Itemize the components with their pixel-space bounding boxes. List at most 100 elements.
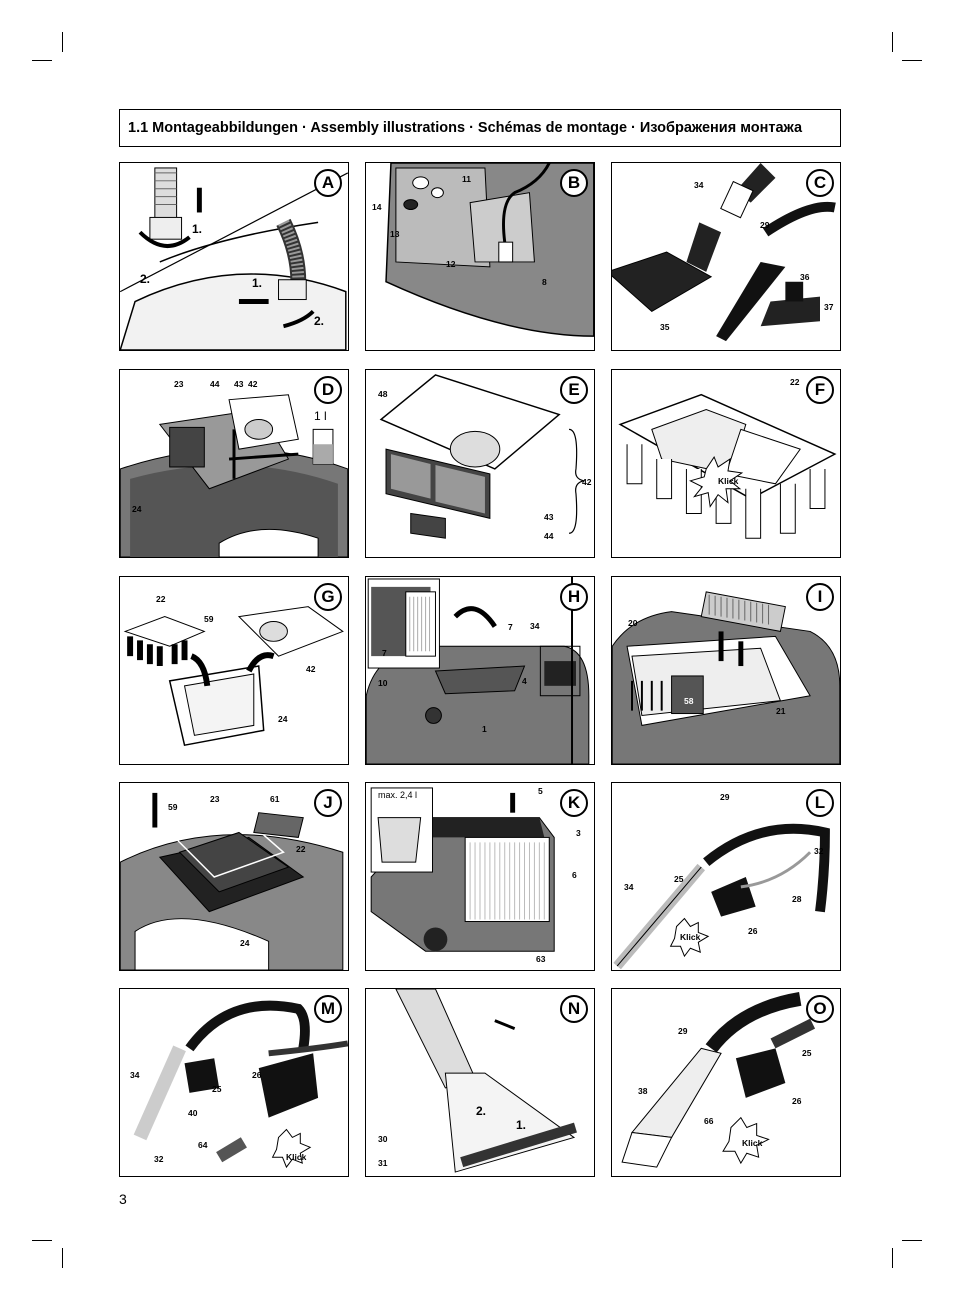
label-24: 24: [132, 504, 142, 514]
crop-mark: [892, 32, 893, 52]
label-25: 25: [212, 1084, 222, 1094]
label-13: 13: [390, 229, 400, 239]
label-klick: Klick: [742, 1138, 763, 1148]
panel-letter: A: [314, 169, 342, 197]
label-29: 29: [720, 792, 730, 802]
panel-g: 22 59 42 24 G: [119, 576, 349, 765]
panel-i: 20 58 21 I: [611, 576, 841, 765]
label-1: 1.: [252, 276, 263, 290]
panel-letter: E: [560, 376, 588, 404]
label-14: 14: [372, 202, 382, 212]
label-44: 44: [210, 379, 220, 389]
label-42: 42: [582, 477, 592, 487]
crop-mark: [62, 32, 63, 52]
label-59: 59: [168, 802, 178, 812]
label-11: 11: [462, 174, 471, 184]
panel-h: 7 34 7 4 10 1 H: [365, 576, 595, 765]
panel-letter: C: [806, 169, 834, 197]
panel-letter: N: [560, 995, 588, 1023]
label-35: 35: [660, 322, 670, 332]
label-31: 31: [378, 1158, 388, 1168]
label-38: 38: [638, 1086, 648, 1096]
label-1: 1.: [516, 1118, 527, 1132]
label-klick: Klick: [286, 1152, 307, 1162]
label-43: 43: [234, 379, 244, 389]
label-25: 25: [802, 1048, 812, 1058]
label-34: 34: [624, 882, 634, 892]
label-32: 32: [154, 1154, 164, 1164]
panel-b: 11 14 13 12 8 B: [365, 162, 595, 351]
label-volume: 1 l: [314, 409, 327, 423]
panel-letter: F: [806, 376, 834, 404]
panel-d: 23 44 43 42 1 l 24 D: [119, 369, 349, 558]
section-title: 1.1 Montageabbildungen · Assembly illust…: [128, 120, 803, 136]
label-44: 44: [544, 531, 554, 541]
label-34: 34: [130, 1070, 140, 1080]
label-42: 42: [248, 379, 258, 389]
label-4: 4: [522, 676, 527, 686]
label-22: 22: [790, 377, 800, 387]
label-25: 25: [674, 874, 684, 884]
panel-letter: G: [314, 583, 342, 611]
label-24: 24: [278, 714, 288, 724]
label-21: 21: [776, 706, 786, 716]
panel-letter: L: [806, 789, 834, 817]
panel-letter: B: [560, 169, 588, 197]
panel-m: 34 26 25 40 64 32 Klick M: [119, 988, 349, 1177]
panel-letter: H: [560, 583, 588, 611]
label-5: 5: [538, 786, 543, 796]
label-40: 40: [188, 1108, 198, 1118]
label-max-volume: max. 2,4 l: [378, 790, 418, 800]
label-64: 64: [198, 1140, 208, 1150]
label-43: 43: [544, 512, 554, 522]
label-48: 48: [378, 389, 388, 399]
panel-c: 34 29 36 37 35 C: [611, 162, 841, 351]
label-10: 10: [378, 678, 388, 688]
label-12: 12: [446, 259, 456, 269]
label-23: 23: [174, 379, 184, 389]
crop-mark: [902, 1240, 922, 1241]
label-klick: Klick: [718, 476, 739, 486]
crop-mark: [902, 60, 922, 61]
label-6: 6: [572, 870, 577, 880]
page-number: 3: [119, 1191, 127, 1207]
label-22: 22: [296, 844, 306, 854]
label-66: 66: [704, 1116, 714, 1126]
label-34: 34: [694, 180, 704, 190]
label-34: 34: [530, 621, 540, 631]
label-1: 1: [482, 724, 487, 734]
panel-j: 59 23 61 22 24 J: [119, 782, 349, 971]
label-20: 20: [628, 618, 638, 628]
label-2: 2.: [140, 272, 151, 286]
label-61: 61: [270, 794, 280, 804]
label-42: 42: [306, 664, 316, 674]
panel-n: 2. 1. 30 31 N: [365, 988, 595, 1177]
panel-f: 22 Klick F: [611, 369, 841, 558]
panel-a: 1. 2. 1. 2. A: [119, 162, 349, 351]
panel-e: 48 42 43 44 E: [365, 369, 595, 558]
panel-letter: M: [314, 995, 342, 1023]
panel-letter: K: [560, 789, 588, 817]
label-32: 32: [814, 846, 824, 856]
label-37: 37: [824, 302, 834, 312]
panel-letter: O: [806, 995, 834, 1023]
panel-letter: J: [314, 789, 342, 817]
crop-mark: [892, 1248, 893, 1268]
label-23: 23: [210, 794, 220, 804]
label-63: 63: [536, 954, 546, 964]
label-30: 30: [378, 1134, 388, 1144]
panel-l: 29 32 25 34 28 26 Klick L: [611, 782, 841, 971]
label-1: 1.: [192, 222, 203, 236]
label-7: 7: [508, 622, 513, 632]
crop-mark: [32, 1240, 52, 1241]
label-klick: Klick: [680, 932, 701, 942]
label-26: 26: [252, 1070, 262, 1080]
label-28: 28: [792, 894, 802, 904]
panel-o: 29 25 38 66 26 Klick O: [611, 988, 841, 1177]
panel-letter: D: [314, 376, 342, 404]
label-58: 58: [684, 696, 694, 706]
panel-letter: I: [806, 583, 834, 611]
crop-mark: [62, 1248, 63, 1268]
label-22: 22: [156, 594, 166, 604]
label-2: 2.: [314, 314, 325, 328]
